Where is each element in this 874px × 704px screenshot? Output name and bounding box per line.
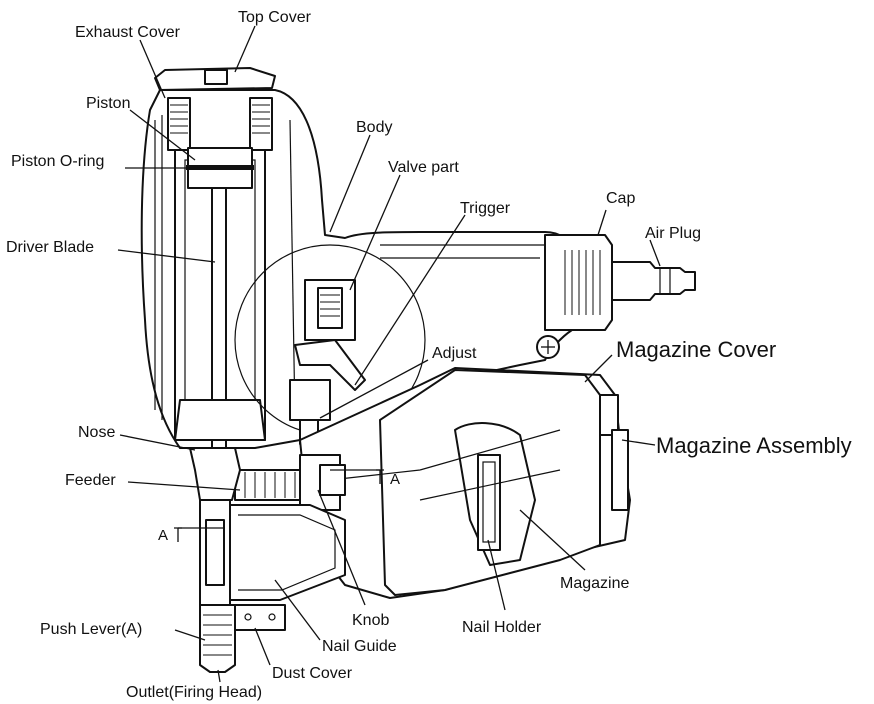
leader-lines <box>117 25 661 683</box>
label-outlet-firing-head: Outlet(Firing Head) <box>126 684 262 701</box>
label-valve-part: Valve part <box>388 159 459 176</box>
nose-shape <box>189 447 241 501</box>
nailer-drawing <box>140 67 696 673</box>
exhaust-cover-hatch <box>170 104 270 134</box>
trigger-shape <box>294 339 366 391</box>
label-adjust: Adjust <box>432 345 477 362</box>
air-plug-shape <box>611 261 696 301</box>
top-cover-bolt <box>204 69 228 85</box>
label-knob: Knob <box>352 612 389 629</box>
bumper-shape <box>174 399 266 441</box>
label-driver-blade: Driver Blade <box>6 239 94 256</box>
dust-cover-shape <box>234 604 286 631</box>
label-piston: Piston <box>86 95 130 112</box>
label-trigger: Trigger <box>460 200 511 217</box>
labels: Top Cover Exhaust Cover Piston Piston O-… <box>6 9 852 701</box>
label-air-plug: Air Plug <box>645 225 701 242</box>
label-magazine-cover: Magazine Cover <box>616 337 776 362</box>
label-nail-holder: Nail Holder <box>462 619 542 636</box>
label-magazine: Magazine <box>560 575 629 592</box>
adjust-shape <box>289 379 331 421</box>
label-magazine-assembly: Magazine Assembly <box>656 433 852 458</box>
label-exhaust-cover: Exhaust Cover <box>75 24 181 41</box>
label-top-cover: Top Cover <box>238 9 312 26</box>
label-nose: Nose <box>78 424 115 441</box>
label-feeder: Feeder <box>65 472 116 489</box>
label-body: Body <box>356 119 392 136</box>
piston-o-ring-shape <box>186 165 254 170</box>
label-cap: Cap <box>606 190 635 207</box>
label-section-a-right: A <box>390 471 400 488</box>
label-nail-guide: Nail Guide <box>322 638 397 655</box>
label-section-a-left: A <box>158 527 168 544</box>
nail-guide-shape <box>229 504 346 601</box>
section-a-left-marker <box>174 527 182 542</box>
label-push-lever-a: Push Lever(A) <box>40 621 142 638</box>
label-piston-o-ring: Piston O-ring <box>11 153 104 170</box>
label-dust-cover: Dust Cover <box>272 665 353 682</box>
